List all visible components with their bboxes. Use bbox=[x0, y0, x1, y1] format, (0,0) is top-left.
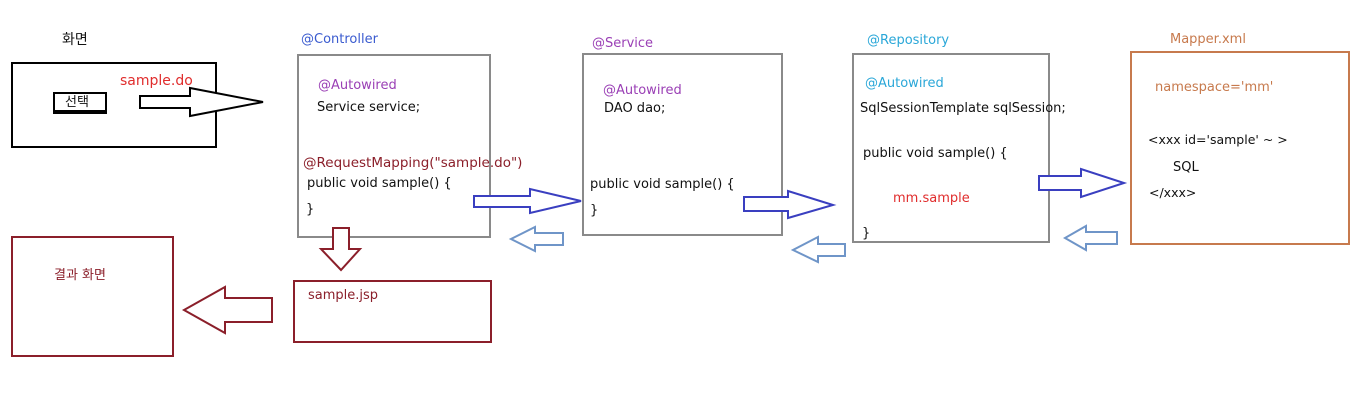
service-autowired: @Autowired bbox=[603, 83, 682, 98]
service-annotation: @Service bbox=[592, 36, 654, 51]
repository-field: SqlSessionTemplate sqlSession; bbox=[860, 101, 1066, 116]
controller-method: public void sample() { bbox=[307, 176, 452, 191]
mapper-open-tag: <xxx id='sample' ~ > bbox=[1148, 132, 1288, 147]
select-button[interactable]: 선택 bbox=[53, 92, 107, 114]
service-box bbox=[582, 53, 783, 236]
controller-close-brace: } bbox=[306, 202, 315, 217]
jsp-name: sample.jsp bbox=[308, 288, 379, 303]
result-box bbox=[11, 236, 174, 357]
arrow-screen-to-controller bbox=[139, 86, 264, 118]
mapper-box bbox=[1130, 51, 1350, 245]
controller-field: Service service; bbox=[317, 100, 421, 115]
arrow-service-to-controller bbox=[508, 225, 564, 253]
result-label: 결과 화면 bbox=[54, 268, 106, 283]
jsp-box bbox=[293, 280, 492, 343]
repository-autowired: @Autowired bbox=[865, 76, 944, 91]
arrow-controller-to-jsp bbox=[318, 227, 363, 272]
controller-autowired: @Autowired bbox=[318, 78, 397, 93]
select-button-label: 선택 bbox=[65, 95, 89, 110]
controller-annotation: @Controller bbox=[301, 32, 378, 47]
repository-call: mm.sample bbox=[893, 191, 970, 206]
service-field: DAO dao; bbox=[604, 101, 666, 116]
controller-mapping: @RequestMapping("sample.do") bbox=[303, 155, 523, 171]
arrow-controller-to-service bbox=[473, 187, 582, 215]
arrow-repository-to-service bbox=[790, 235, 846, 264]
controller-box bbox=[297, 54, 491, 238]
mapper-title: Mapper.xml bbox=[1170, 32, 1246, 47]
arrow-service-to-repository bbox=[743, 189, 837, 220]
service-close-brace: } bbox=[590, 203, 599, 218]
arrow-jsp-to-result bbox=[181, 285, 273, 335]
repository-box bbox=[852, 53, 1050, 243]
mapper-sql: SQL bbox=[1173, 160, 1199, 175]
request-url-label: sample.do bbox=[120, 73, 193, 89]
mapper-namespace: namespace='mm' bbox=[1155, 80, 1274, 95]
repository-close-brace: } bbox=[862, 226, 871, 241]
service-method: public void sample() { bbox=[590, 177, 735, 192]
arrow-repository-to-mapper bbox=[1038, 167, 1128, 199]
screen-title: 화면 bbox=[62, 32, 88, 48]
repository-annotation: @Repository bbox=[867, 33, 950, 48]
repository-method: public void sample() { bbox=[863, 146, 1008, 161]
mapper-close-tag: </xxx> bbox=[1149, 185, 1197, 200]
arrow-mapper-to-repository bbox=[1062, 224, 1118, 252]
